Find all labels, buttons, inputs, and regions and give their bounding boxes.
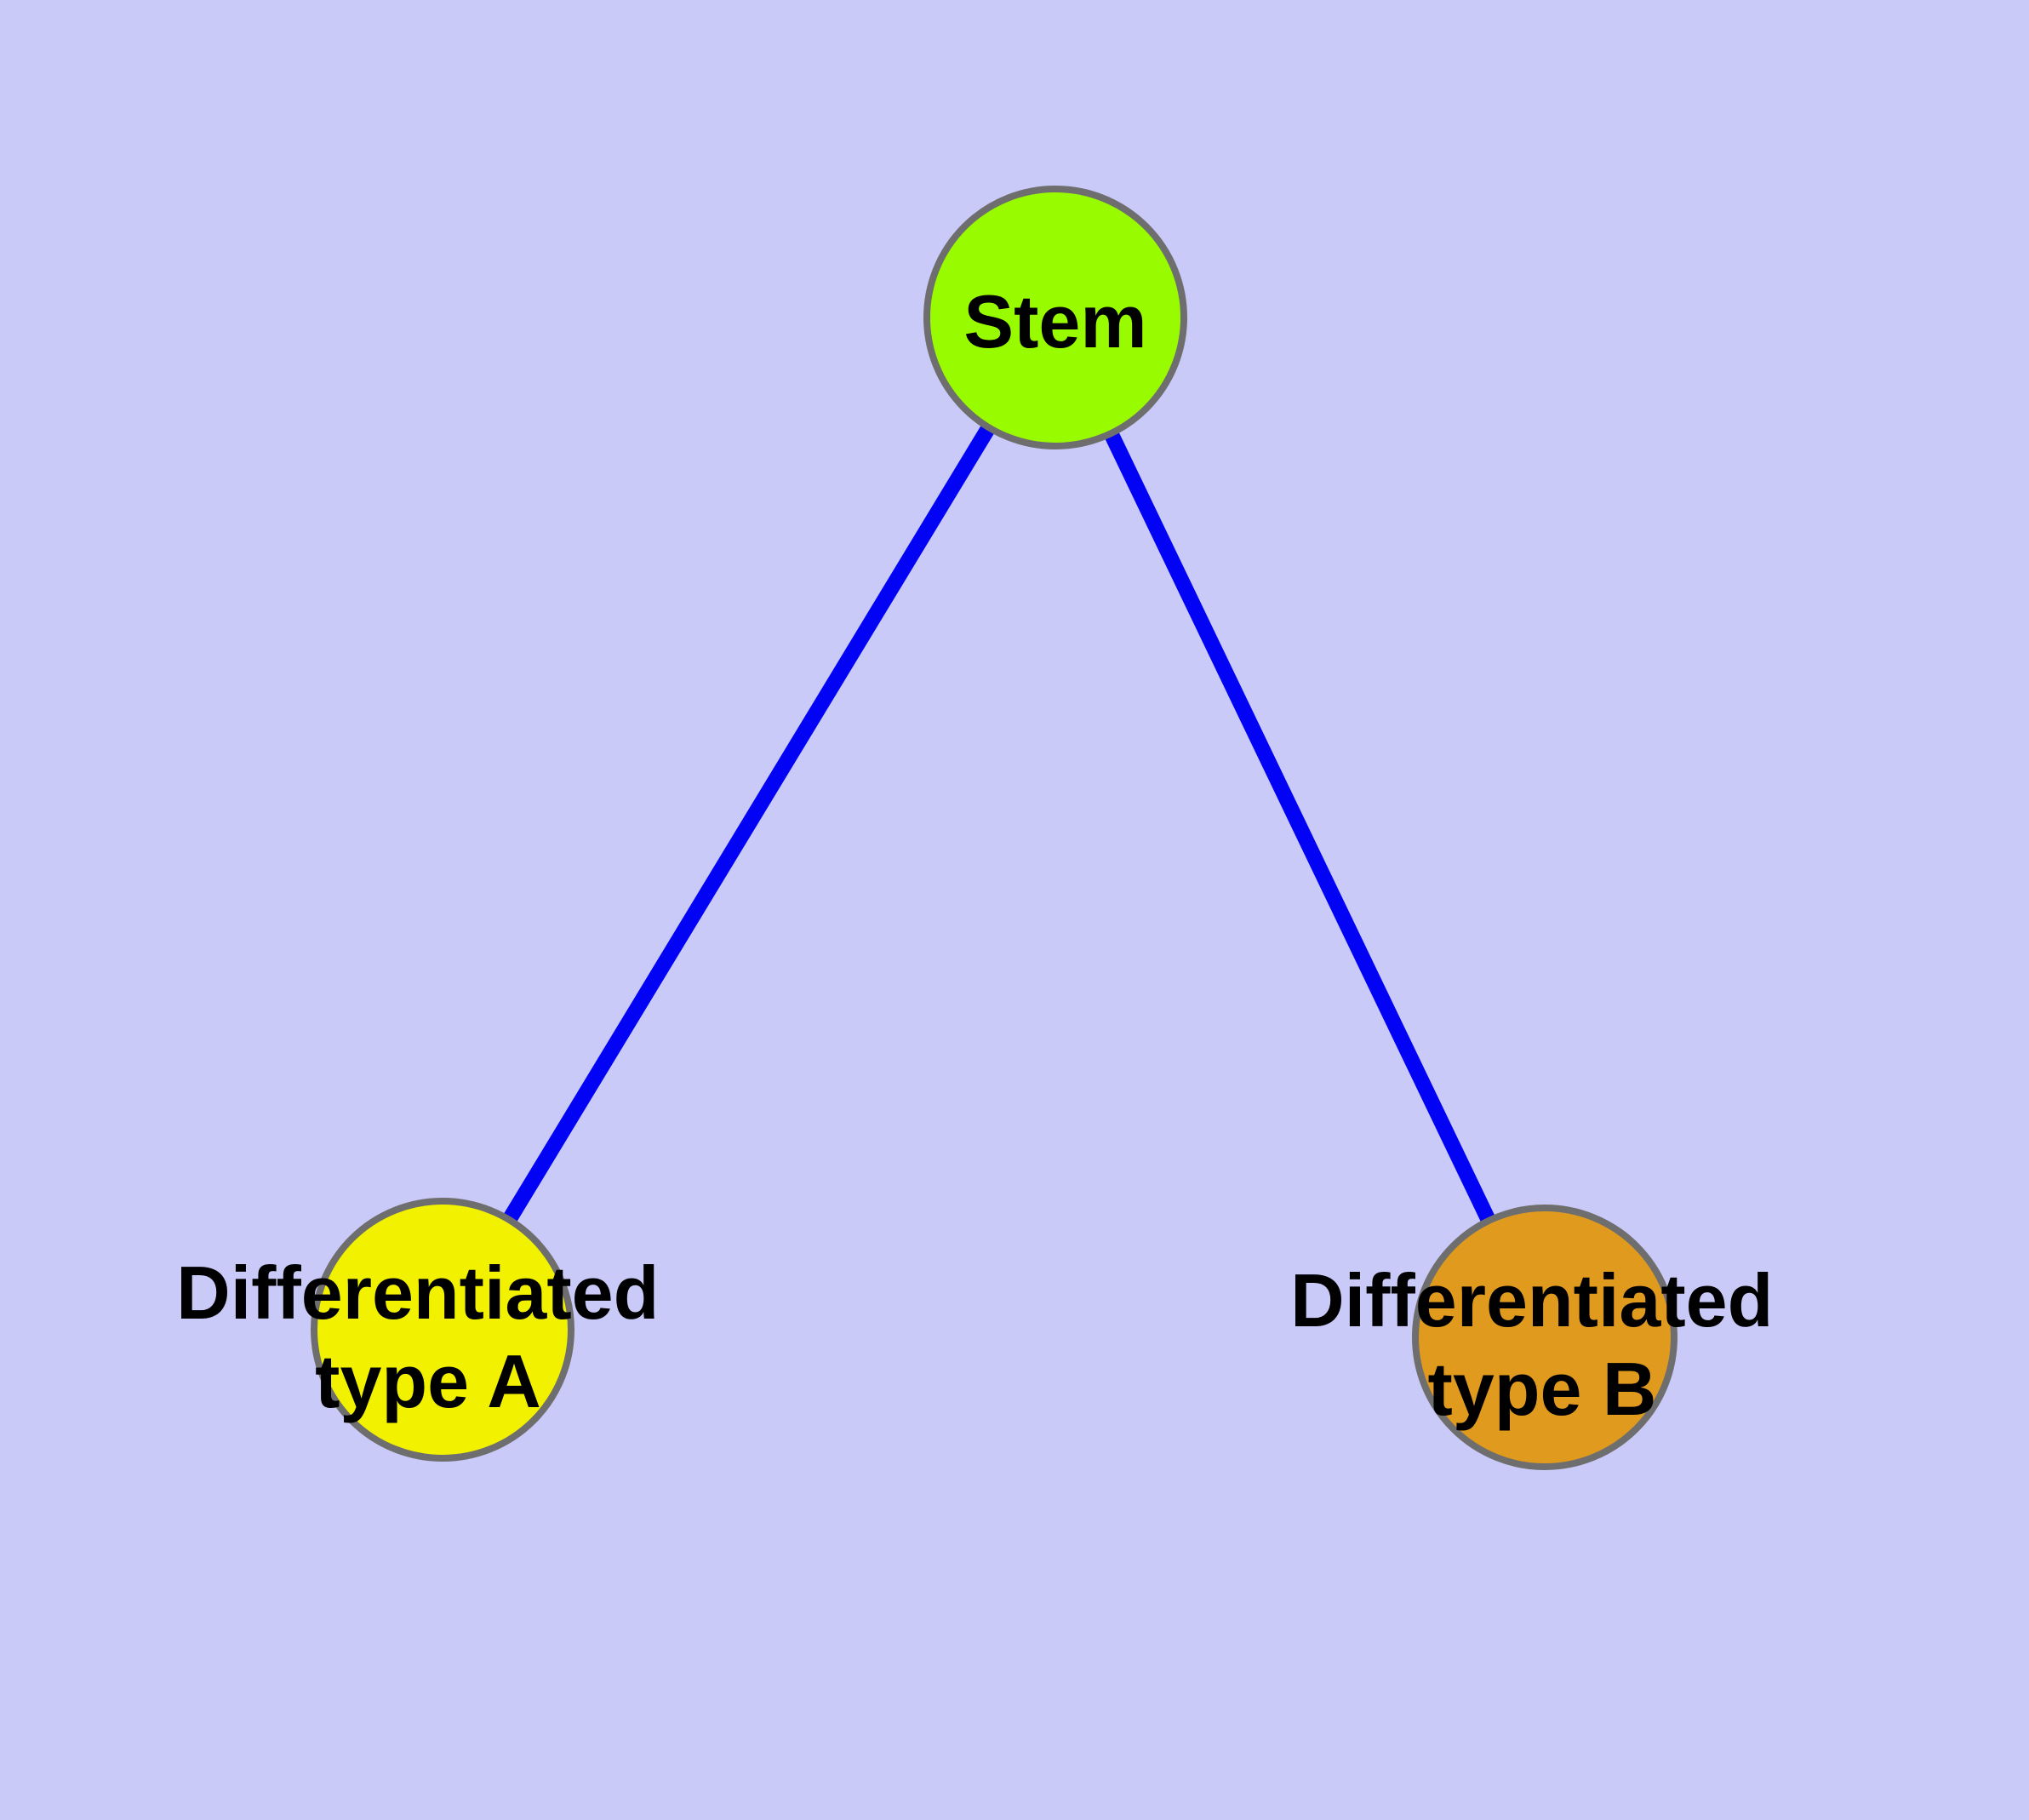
- node-type-a-label-line1: Differentiated: [176, 1251, 659, 1335]
- node-type-b-label-line2: type B: [1428, 1347, 1657, 1431]
- node-type-b-label-line1: Differentiated: [1290, 1258, 1773, 1342]
- node-differentiated-type-a: [311, 1198, 574, 1462]
- node-stem-label: Stem: [963, 279, 1146, 363]
- node-type-a-label: Differentiated type A: [176, 1251, 680, 1423]
- node-type-a-label-line2: type A: [315, 1339, 541, 1423]
- node-differentiated-type-b: [1412, 1205, 1677, 1470]
- node-type-b-label: Differentiated type B: [1290, 1258, 1794, 1431]
- edge-stem-to-type-b: [1048, 314, 1552, 1341]
- node-stem: [923, 186, 1187, 449]
- edge-stem-to-type-a: [436, 313, 1062, 1334]
